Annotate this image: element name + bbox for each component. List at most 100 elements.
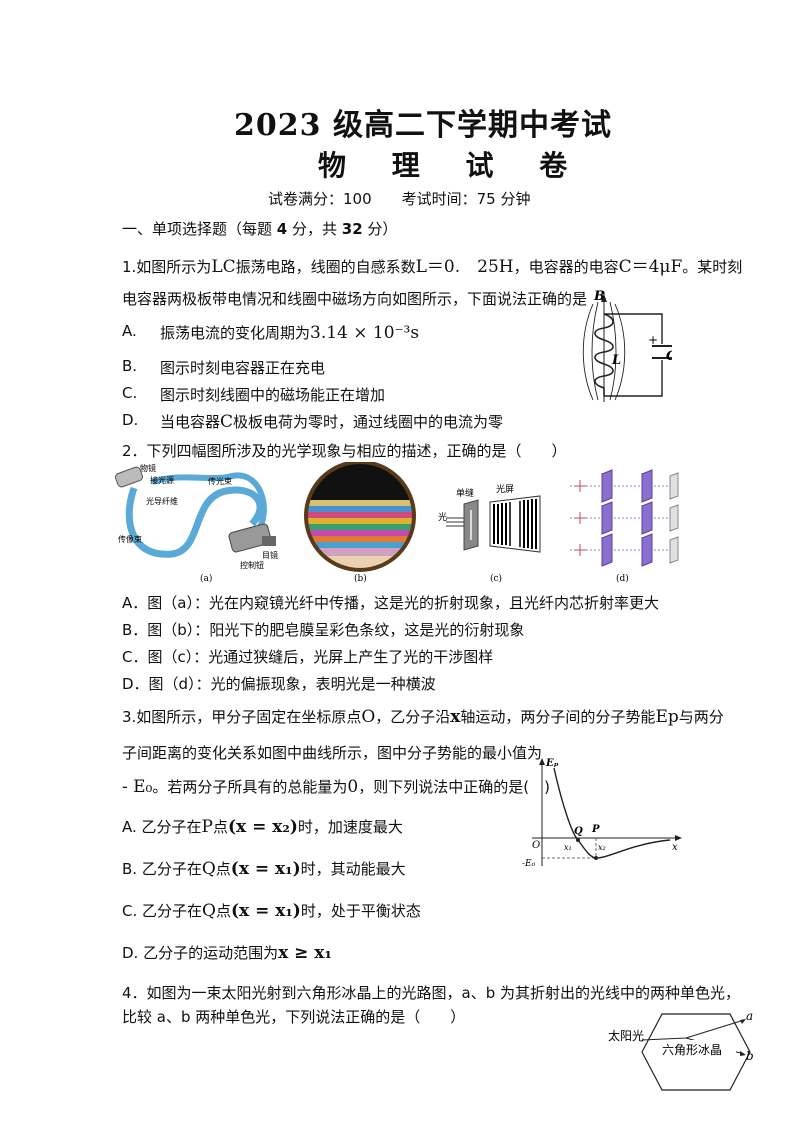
q3-option-d: D. 乙分子的运动范围为x ≥ x₁	[122, 942, 332, 963]
light-label: 光	[438, 511, 447, 523]
potential-energy-graph: Eₚ O Q P x₁ x₂ x -E₀	[522, 758, 682, 869]
q3-text: 轴运动，两分子间的分子势能	[460, 708, 656, 726]
q1-text: 振荡电路，线圈的自感系数	[235, 258, 416, 276]
q3-option-a-text: A. 乙分子在	[122, 818, 202, 836]
light-bundle-label: 传光束	[208, 476, 232, 486]
section-heading-text: 分）	[362, 220, 398, 238]
control-knob-label: 控制钮	[240, 560, 264, 570]
inductor-label: L	[611, 353, 621, 368]
origin-label: O	[532, 840, 540, 851]
q3-option-a-point: P	[201, 817, 213, 837]
section-heading-text: 一、单项选择题（每题	[122, 220, 277, 238]
q3-stem-line1: 3.如图所示，甲分子固定在坐标原点O，乙分子沿x轴运动，两分子间的分子势能Ep与…	[122, 706, 724, 727]
capacitor-label: C	[666, 349, 672, 364]
q1-option-c-label: C.	[122, 384, 138, 402]
q1-option-a: 振荡电流的变化周期为3.14 × 10⁻³s	[160, 322, 419, 343]
eyepiece-label: 目镜	[262, 550, 278, 560]
figure-c-caption: (c)	[490, 573, 502, 584]
q3-option-c-text: 点	[215, 902, 231, 920]
q3-option-d-formula: x ≥ x₁	[278, 943, 332, 963]
point-q-label: Q	[574, 826, 583, 837]
exam-meta: 试卷满分：100 考试时间：75 分钟	[268, 190, 531, 208]
lc-circuit-figure: B L + C	[582, 289, 672, 402]
q2-option-b: B．图（b）：阳光下的肥皂膜呈彩色条纹，这是光的衍射现象	[122, 621, 525, 639]
single-slit-figure: 单缝 光屏 光 (c)	[438, 483, 541, 584]
q1-option-d-c: C	[220, 412, 234, 432]
q3-text: 。若两分子所具有的总能量为	[152, 778, 348, 796]
section-heading-total: 32	[341, 220, 363, 238]
objective-label: 物镜	[140, 463, 156, 473]
q3-option-a-formula: (x = x₂)	[228, 817, 298, 837]
q3-stem-line3: - E₀。若两分子所具有的总能量为0，则下列说法中正确的是( )	[122, 776, 550, 797]
q1-option-d: 当电容器C极板电荷为零时，通过线圈中的电流为零	[160, 411, 503, 432]
q1-option-a-label: A.	[122, 322, 137, 340]
light-source-label: 接光源	[150, 475, 174, 485]
minus-e0-label: -E₀	[522, 859, 536, 869]
q1-option-c: 图示时刻线圈中的磁场能正在增加	[160, 386, 386, 404]
sunlight-label: 太阳光	[608, 1028, 644, 1043]
q3-option-b-text: B. 乙分子在	[122, 860, 202, 878]
figure-b-caption: (b)	[354, 573, 367, 584]
q1-option-d-text: 当电容器	[160, 413, 221, 431]
section-heading-text: 分，共	[287, 220, 342, 238]
q1-text: ，电容器的电容	[513, 258, 619, 276]
q1-inductance: L＝0. 25H	[415, 257, 514, 277]
q3-text: ，则下列说法中正确的是( )	[358, 778, 550, 796]
q3-stem-line2: 子间距离的变化关系如图中曲线所示，图中分子势能的最小值为	[122, 744, 543, 762]
ep-axis-label: Eₚ	[545, 758, 559, 769]
figure-d-caption: (d)	[616, 573, 629, 584]
q4-stem-line2: 比较 a、b 两种单色光，下列说法正确的是（ ）	[122, 1008, 466, 1026]
q3-option-a: A. 乙分子在P点(x = x₂)时，加速度最大	[122, 816, 403, 837]
q2-option-d: D．图（d）：光的偏振现象，表明光是一种横波	[122, 675, 436, 693]
q3-option-b-formula: (x = x₁)	[230, 859, 301, 879]
q3-option-b: B. 乙分子在Q点(x = x₁)时，其动能最大	[122, 858, 406, 879]
q2-option-c: C．图（c）：光通过狭缝后，光屏上产生了光的干涉图样	[122, 648, 494, 666]
q3-origin: O	[361, 707, 376, 727]
optical-fiber-label: 光导纤维	[146, 496, 178, 506]
q3-option-b-text: 时，其动能最大	[300, 860, 406, 878]
point-p-label: P	[591, 824, 600, 835]
q3-text: ，乙分子沿	[375, 708, 451, 726]
q1-option-a-formula: 3.14 × 10⁻³s	[310, 323, 420, 343]
q3-text: 与两分	[678, 708, 724, 726]
q1-option-d-label: D.	[122, 411, 139, 429]
ray-b-label: b	[746, 1049, 754, 1063]
x-axis-label: x	[672, 842, 678, 853]
q2-option-a: A．图（a）：光在内窥镜光纤中传播，这是光的折射现象，且光纤内芯折射率更大	[122, 594, 659, 612]
polarization-figure: (d)	[570, 469, 679, 584]
q3-ep: Ep	[655, 707, 679, 727]
q3-option-c-text: C. 乙分子在	[122, 902, 203, 920]
q1-option-b: 图示时刻电容器正在充电	[160, 359, 326, 377]
slit-label: 单缝	[456, 487, 474, 499]
image-bundle-label: 传像束	[118, 534, 142, 544]
exam-subtitle: 物 理 试 卷	[318, 149, 586, 182]
q3-option-c-formula: (x = x₁)	[230, 901, 301, 921]
q3-e0: - E₀	[122, 777, 153, 797]
q3-option-b-point: Q	[201, 859, 216, 879]
q1-text: 1.如图所示为	[122, 258, 212, 276]
ice-crystal-figure: 太阳光 六角形冰晶 a b	[608, 1010, 754, 1091]
section-heading-score: 4	[276, 220, 288, 238]
q1-option-a-text: 振荡电流的变化周期为	[160, 324, 311, 342]
figure-a-caption: (a)	[200, 573, 212, 584]
capacitor-plus-sign: +	[648, 333, 658, 347]
q4-stem-line1: 4．如图为一束太阳光射到六角形冰晶上的光路图，a、b 为其折射出的光线中的两种单…	[122, 984, 741, 1002]
screen-label: 光屏	[496, 483, 514, 495]
q3-zero: 0	[347, 777, 359, 797]
x1-label: x₁	[564, 843, 572, 852]
x2-label: x₂	[598, 843, 606, 852]
q3-text: 3.如图所示，甲分子固定在坐标原点	[122, 708, 362, 726]
q1-option-d-text: 极板电荷为零时，通过线圈中的电流为零	[233, 413, 504, 431]
q1-stem-line1: 1.如图所示为LC振荡电路，线圈的自感系数L＝0. 25H，电容器的电容C＝4μ…	[122, 252, 742, 277]
q1-text: 。某时刻	[682, 258, 743, 276]
q3-option-d-text: D. 乙分子的运动范围为	[122, 944, 279, 962]
q3-option-a-text: 点	[213, 818, 229, 836]
ray-a-label: a	[746, 1010, 753, 1023]
q1-option-b-label: B.	[122, 357, 138, 375]
q3-option-c-point: Q	[202, 901, 216, 921]
q1-lc: LC	[211, 257, 236, 277]
hexagonal-crystal-label: 六角形冰晶	[662, 1043, 722, 1057]
q3-option-b-text: 点	[215, 860, 231, 878]
q1-capacitance: C＝4μF	[618, 257, 683, 277]
exam-title: 2023 级高二下学期中考试	[234, 108, 612, 143]
